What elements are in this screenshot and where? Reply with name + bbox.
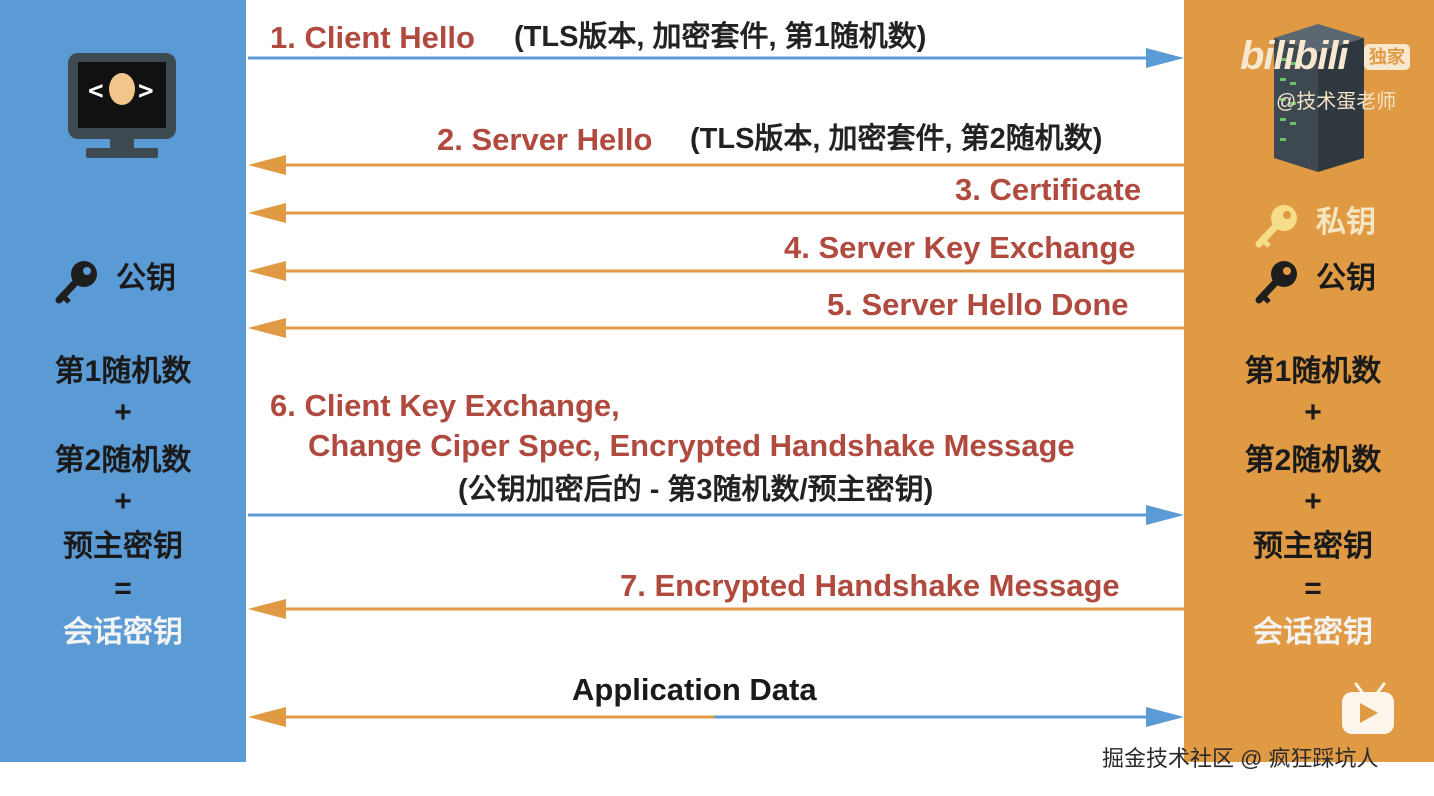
msg-client-key-exchange-line2: Change Ciper Spec, Encrypted Handshake M… xyxy=(308,428,1075,463)
msg-client-key-exchange-line3: (公钥加密后的 - 第3随机数/预主密钥) xyxy=(458,474,934,506)
bilibili-logo: bilibili xyxy=(1240,34,1349,78)
svg-text:>: > xyxy=(138,76,154,106)
msg-encrypted-handshake: 7. Encrypted Handshake Message xyxy=(620,568,1120,603)
msg-certificate: 3. Certificate xyxy=(955,172,1142,207)
bilibili-author: @技术蛋老师 xyxy=(1276,91,1397,113)
server-public-key-label: 公钥 xyxy=(1316,262,1376,295)
client-formula-equals: = xyxy=(114,572,132,605)
bilibili-badge: 独家 xyxy=(1364,44,1410,70)
arrow-server-key-exchange xyxy=(248,261,1184,281)
server-rack-icon xyxy=(1274,24,1364,172)
arrow-encrypted-handshake xyxy=(248,599,1184,619)
footer-strip xyxy=(0,762,1434,796)
server-session-key: 会话密钥 xyxy=(1253,616,1373,649)
server-formula-plus2: + xyxy=(1304,485,1322,518)
msg-client-key-exchange-line1: 6. Client Key Exchange, xyxy=(270,388,620,423)
arrow-application-data xyxy=(248,707,1184,727)
arrow-client-hello xyxy=(248,48,1184,68)
arrow-server-hello xyxy=(248,155,1184,175)
computer-monitor-icon: < > xyxy=(68,53,176,158)
msg-server-hello-title: 2. Server Hello xyxy=(437,122,653,157)
msg-application-data: Application Data xyxy=(572,672,817,707)
arrow-client-key-exchange xyxy=(248,505,1184,525)
msg-server-key-exchange: 4. Server Key Exchange xyxy=(784,230,1136,265)
play-button-icon xyxy=(1342,682,1394,734)
msg-server-hello-detail: (TLS版本, 加密套件, 第2随机数) xyxy=(690,123,1103,155)
svg-text:<: < xyxy=(88,76,104,106)
client-formula-plus2: + xyxy=(114,485,132,518)
client-formula-random1: 第1随机数 xyxy=(54,355,192,388)
msg-server-hello-done: 5. Server Hello Done xyxy=(827,287,1129,322)
msg-client-hello-detail: (TLS版本, 加密套件, 第1随机数) xyxy=(514,21,927,53)
server-formula-equals: = xyxy=(1304,572,1322,605)
server-private-key-label: 私钥 xyxy=(1316,206,1376,239)
client-public-key-label: 公钥 xyxy=(116,262,176,295)
key-icon xyxy=(1255,205,1297,248)
arrow-certificate xyxy=(248,203,1184,223)
client-formula-random2: 第2随机数 xyxy=(54,444,192,477)
client-formula-premaster: 预主密钥 xyxy=(63,530,183,563)
arrow-server-hello-done xyxy=(248,318,1184,338)
footer-watermark: 掘金技术社区 @ 疯狂踩坑人 xyxy=(1102,746,1379,771)
server-formula-plus1: + xyxy=(1304,396,1322,429)
client-session-key: 会话密钥 xyxy=(63,616,183,649)
server-formula-random2: 第2随机数 xyxy=(1244,444,1382,477)
key-icon xyxy=(1255,261,1297,304)
msg-client-hello-title: 1. Client Hello xyxy=(270,20,475,55)
client-formula-plus1: + xyxy=(114,396,132,429)
server-formula-premaster: 预主密钥 xyxy=(1253,530,1373,563)
server-formula-random1: 第1随机数 xyxy=(1244,355,1382,388)
key-icon xyxy=(55,261,97,304)
